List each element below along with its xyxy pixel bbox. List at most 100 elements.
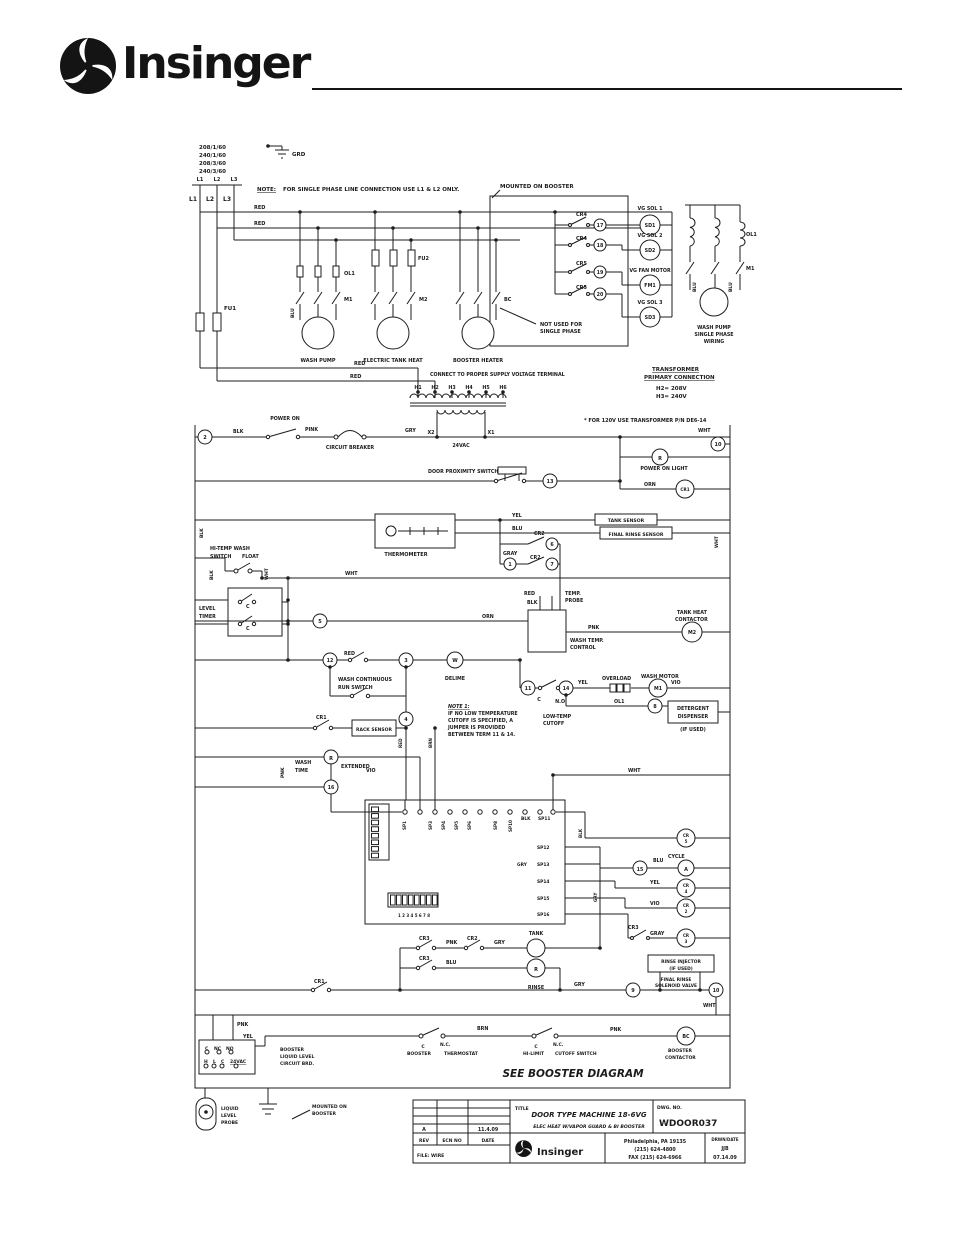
diagram-shape — [328, 665, 332, 669]
diagram-label: N.O. — [555, 699, 567, 705]
diagram-shape — [593, 218, 607, 232]
diagram-label: 3 — [404, 658, 408, 664]
diagram-label: GRD — [292, 152, 306, 158]
diagram-label: FM1 — [644, 283, 655, 289]
diagram-label: RED — [398, 738, 403, 748]
diagram-label: H — [204, 1059, 208, 1065]
diagram-shape — [349, 651, 365, 661]
diagram-shape — [251, 599, 257, 605]
diagram-geometry — [192, 144, 746, 1164]
diagram-shape — [417, 809, 423, 815]
diagram-shape — [323, 749, 339, 765]
diagram-shape — [347, 657, 353, 663]
diagram-label: H3 — [448, 385, 455, 391]
diagram-shape — [537, 685, 543, 691]
diagram-label: M2 — [688, 630, 696, 636]
diagram-shape — [676, 1026, 696, 1046]
diagram-label: 208/1/60 — [199, 145, 226, 151]
diagram-shape — [676, 898, 696, 918]
diagram-label: DOOR TYPE MACHINE 18-6VG — [531, 1111, 647, 1119]
diagram-label: OVERLOAD — [602, 676, 631, 682]
diagram-shape — [216, 1049, 222, 1055]
diagram-shape — [402, 809, 408, 815]
diagram-label: WHT — [703, 1003, 716, 1009]
diagram-label: RINSE — [528, 985, 544, 991]
diagram-label: VG SOL 1 — [638, 206, 663, 212]
diagram-shape — [639, 239, 661, 261]
diagram-label: WASH CONTINUOUS — [338, 677, 392, 683]
diagram-shape — [388, 291, 398, 305]
diagram-shape — [415, 945, 421, 951]
diagram-shape — [586, 292, 590, 296]
diagram-shape — [739, 221, 746, 247]
diagram-shape — [323, 779, 339, 795]
diagram-label: H6 — [499, 385, 507, 391]
diagram-shape — [417, 939, 433, 949]
diagram-label: FOR SINGLE PHASE LINE CONNECTION USE L1 … — [283, 187, 459, 193]
diagram-label: CR2 — [530, 555, 541, 561]
diagram-label: CR — [683, 833, 689, 838]
diagram-shape — [435, 435, 439, 439]
diagram-shape — [521, 478, 527, 484]
diagram-shape — [326, 987, 332, 993]
diagram-shape — [631, 929, 647, 939]
diagram-shape — [332, 265, 340, 278]
diagram-shape — [526, 958, 546, 978]
diagram-label: WHT — [264, 567, 270, 580]
diagram-shape — [426, 894, 432, 906]
diagram-shape — [387, 892, 439, 908]
diagram-shape — [462, 809, 468, 815]
diagram-shape — [404, 665, 408, 669]
diagram-shape — [545, 537, 559, 551]
diagram-shape — [237, 621, 243, 627]
diagram-shape — [314, 719, 330, 729]
diagram-label: LIQUID — [221, 1106, 239, 1112]
diagram-label: CR3 — [628, 925, 639, 931]
diagram-label: PRIMARY CONNECTION — [644, 375, 715, 381]
diagram-label: Insinger — [537, 1147, 583, 1158]
diagram-shape — [331, 291, 341, 305]
diagram-shape — [312, 981, 328, 991]
diagram-shape — [463, 945, 469, 951]
diagram-shape — [675, 479, 695, 499]
diagram-shape — [623, 683, 631, 693]
diagram-label: DATE — [481, 1138, 494, 1144]
brand-name: Insinger — [122, 38, 311, 89]
header-rule — [312, 88, 902, 90]
diagram-shape — [518, 658, 522, 662]
diagram-shape — [361, 434, 367, 440]
diagram-label: X2 — [427, 430, 434, 436]
diagram-shape — [408, 894, 414, 906]
diagram-label: WHT — [714, 535, 720, 548]
diagram-label: C — [534, 1044, 538, 1050]
diagram-label: PROBE — [221, 1120, 238, 1126]
diagram-label: CR1 — [314, 979, 325, 985]
diagram-label: BLU — [446, 960, 457, 966]
diagram-label: PNK — [610, 1027, 622, 1033]
diagram-shape — [389, 249, 398, 267]
diagram-shape — [569, 285, 587, 295]
diagram-label: RACK SENSOR — [356, 727, 392, 733]
diagram-shape — [371, 832, 379, 839]
diagram-shape — [291, 1109, 311, 1120]
diagram-shape — [390, 894, 396, 906]
diagram-label: BLK — [578, 828, 583, 838]
diagram-label: TANK HEAT — [677, 610, 708, 616]
diagram-label: CR1 — [316, 715, 327, 721]
diagram-label: 10 — [713, 988, 720, 994]
diagram-shape — [681, 621, 703, 643]
diagram-shape — [433, 390, 437, 394]
diagram-label: CR4 — [576, 212, 588, 218]
diagram-label: N.C. — [440, 1042, 451, 1048]
diagram-shape — [593, 287, 607, 301]
diagram-shape — [651, 448, 669, 466]
diagram-shape — [247, 568, 253, 574]
diagram-label: RED — [344, 651, 355, 657]
diagram-label: YEL — [511, 513, 522, 519]
diagram-label: OL1 — [614, 699, 624, 705]
diagram-label: (IF USED) — [669, 966, 693, 972]
diagram-label: BLK — [209, 570, 215, 580]
diagram-shape — [446, 651, 464, 669]
